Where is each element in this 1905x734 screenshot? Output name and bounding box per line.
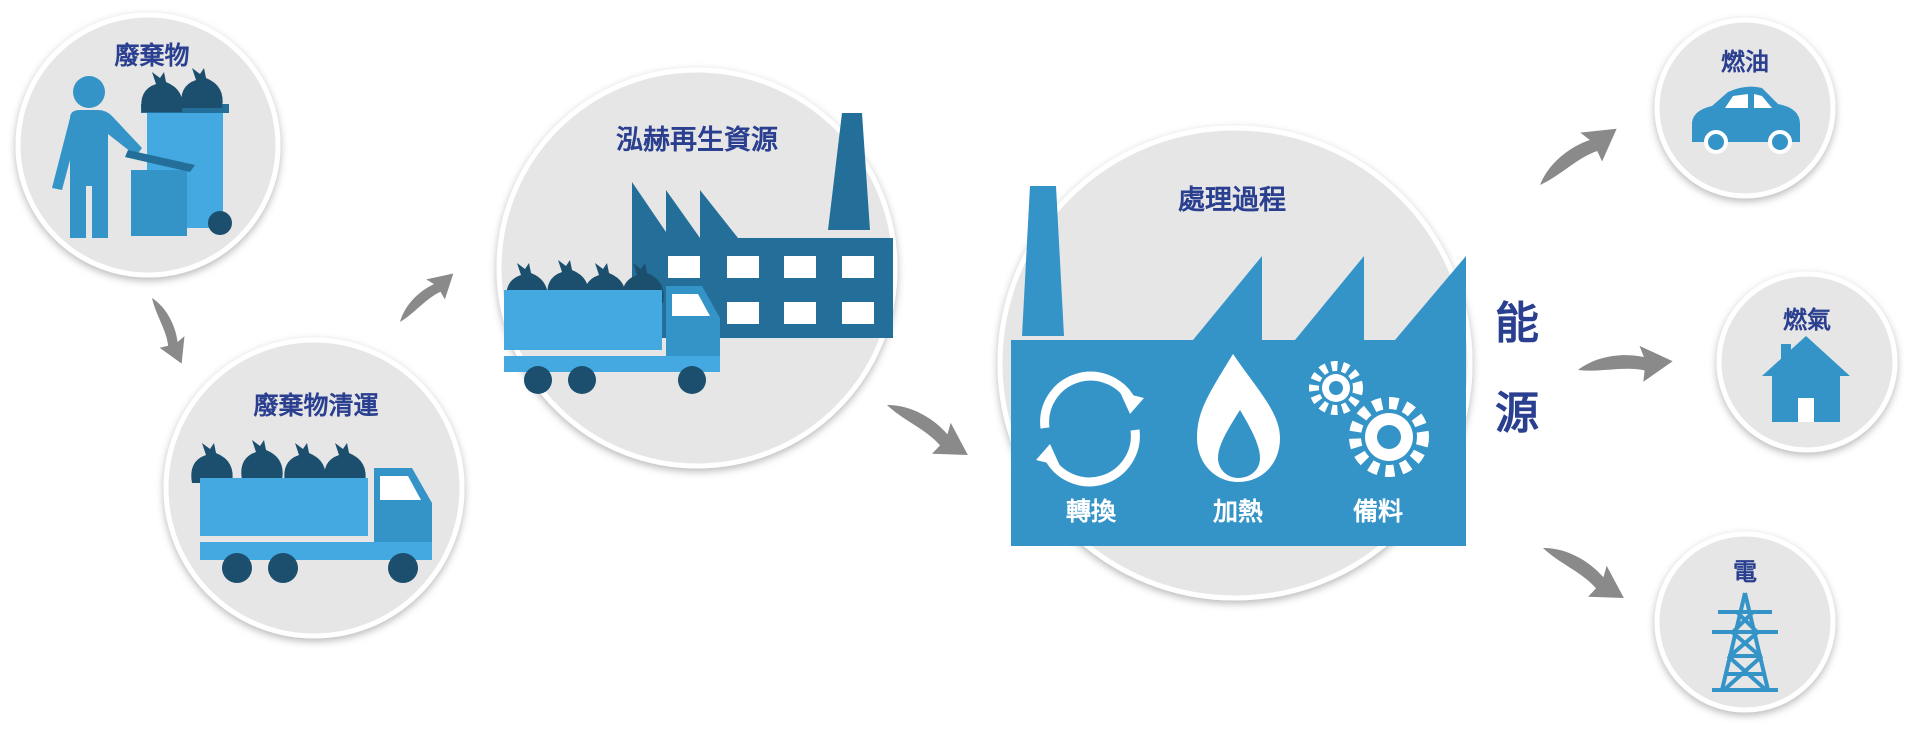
arrow-to-fuel-gas — [1576, 344, 1674, 386]
process-step-convert: 轉換 — [1065, 497, 1117, 526]
energy-label-char-1: 能 — [1495, 298, 1539, 349]
process-step-heat: 加熱 — [1212, 497, 1264, 526]
label-fuel-oil: 燃油 — [1721, 48, 1769, 76]
truck-icon — [191, 440, 432, 583]
recycle-icon — [1036, 371, 1144, 487]
gears-icon — [1309, 361, 1429, 477]
power-tower-icon — [1712, 592, 1778, 692]
person-icon — [52, 76, 142, 238]
energy-label-char-2: 源 — [1495, 388, 1539, 439]
arrow-to-electricity — [1534, 530, 1634, 614]
arrow-to-fuel-oil — [1528, 114, 1628, 198]
label-fuel-gas: 燃氣 — [1783, 306, 1831, 334]
label-waste: 廢棄物 — [114, 41, 190, 70]
arrow-company-to-process — [878, 387, 978, 471]
label-process: 處理過程 — [1178, 185, 1286, 216]
car-icon — [1692, 86, 1800, 154]
label-company: 泓赫再生資源 — [616, 125, 778, 156]
arrow-collection-to-company — [389, 263, 463, 331]
trash-bin-icon — [125, 104, 232, 236]
process-step-prepare: 備料 — [1352, 497, 1404, 526]
house-icon — [1762, 336, 1850, 422]
label-collection: 廢棄物清運 — [253, 391, 379, 420]
company-truck-icon — [504, 260, 720, 394]
label-electricity: 電 — [1733, 558, 1757, 586]
arrow-waste-to-collection — [141, 292, 194, 370]
flame-icon — [1197, 354, 1280, 482]
